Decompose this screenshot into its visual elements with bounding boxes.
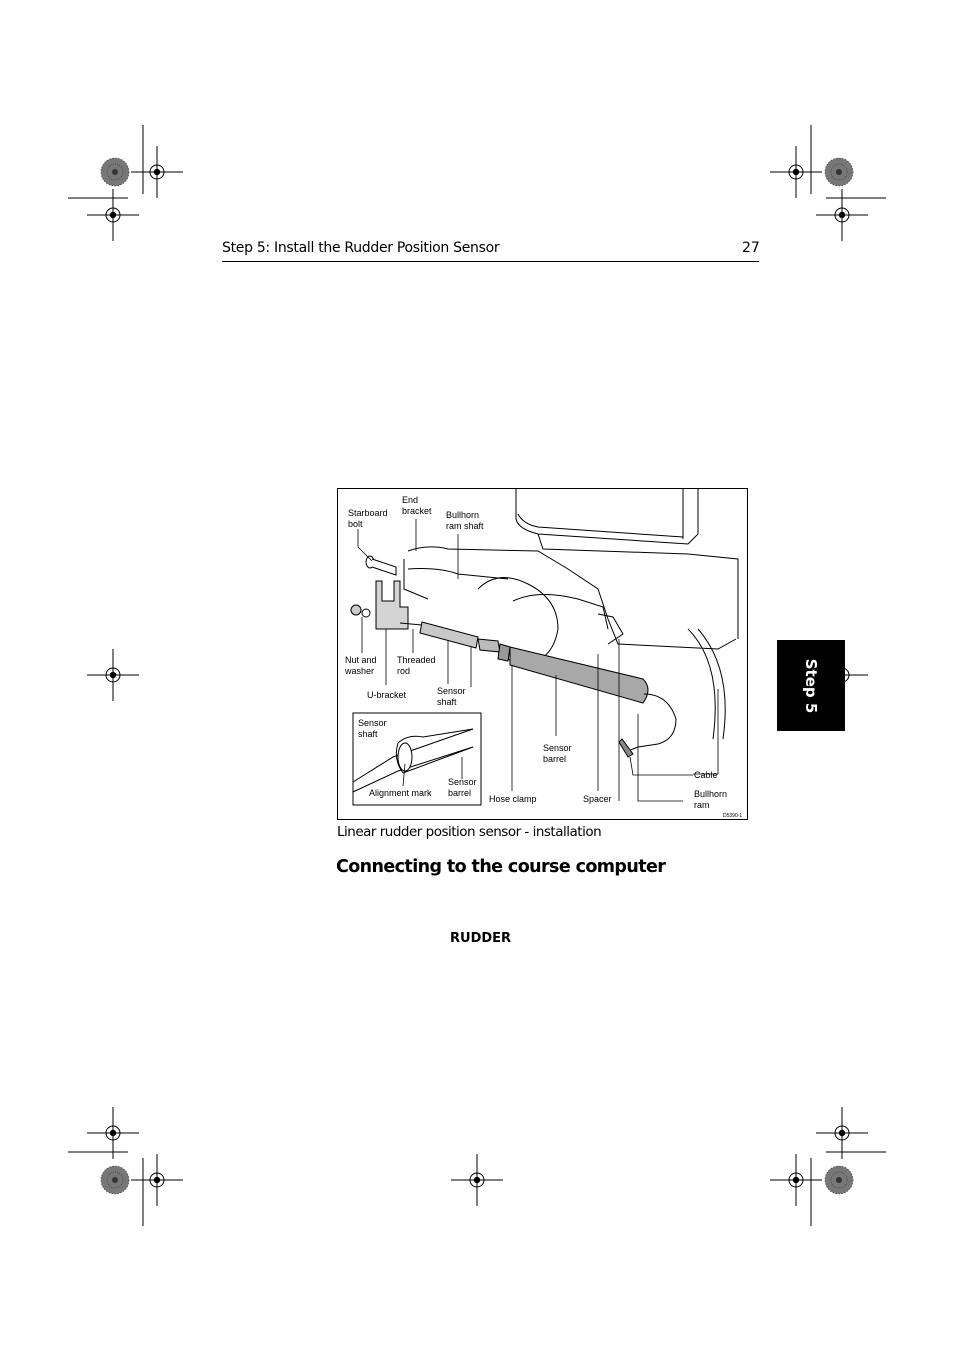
label-inset-sensor-barrel-line2: barrel [448, 788, 471, 798]
sensor-installation-figure: Starboard bolt End bracket Bullhorn ram … [337, 488, 748, 820]
label-end-bracket-line2: bracket [402, 506, 432, 516]
sensor-assembly [399, 621, 677, 758]
label-sensor-shaft-line2: shaft [437, 697, 457, 707]
label-bullhorn-ram-shaft-line2: ram shaft [446, 521, 484, 531]
label-spacer: Spacer [583, 794, 612, 804]
label-starboard-bolt-line1: Starboard [348, 508, 388, 518]
label-nut-and-washer-line2: washer [344, 666, 374, 676]
figure-caption: Linear rudder position sensor - installa… [337, 824, 602, 840]
label-bullhorn-ram-line1: Bullhorn [694, 789, 727, 799]
rudder-label: RUDDER [450, 931, 512, 946]
label-threaded-rod-line1: Threaded [397, 655, 436, 665]
label-inset-sensor-barrel-line1: Sensor [448, 777, 477, 787]
label-hose-clamp: Hose clamp [489, 794, 537, 804]
label-alignment-mark: Alignment mark [369, 788, 432, 798]
label-nut-and-washer-line1: Nut and [345, 655, 377, 665]
section-heading: Connecting to the course computer [336, 857, 666, 877]
header-rule [222, 261, 759, 262]
label-inset-sensor-shaft-line2: shaft [358, 729, 378, 739]
alignment-inset [352, 712, 482, 806]
label-starboard-bolt-line2: bolt [348, 519, 363, 529]
label-cable: Cable [694, 770, 718, 780]
drawing-id: D5390-1 [723, 813, 742, 819]
label-threaded-rod-line2: rod [397, 666, 410, 676]
label-inset-sensor-shaft-line1: Sensor [358, 718, 387, 728]
running-header-title: Step 5: Install the Rudder Position Sens… [222, 240, 500, 256]
label-end-bracket-line1: End [402, 495, 418, 505]
figure-labels: Starboard bolt End bracket Bullhorn ram … [344, 495, 742, 819]
label-bullhorn-ram-shaft-line1: Bullhorn [446, 510, 479, 520]
step-side-tab-label: Step 5 [802, 658, 820, 713]
label-u-bracket: U-bracket [367, 690, 407, 700]
mounting-hardware [350, 555, 409, 630]
outboard-engine-drawing [403, 489, 739, 740]
label-sensor-barrel-line1: Sensor [543, 743, 572, 753]
label-sensor-shaft-line1: Sensor [437, 686, 466, 696]
step-side-tab: Step 5 [777, 640, 845, 731]
leader-lines [357, 519, 719, 802]
label-bullhorn-ram-line2: ram [694, 800, 710, 810]
label-sensor-barrel-line2: barrel [543, 754, 566, 764]
installation-drawing: Starboard bolt End bracket Bullhorn ram … [344, 489, 742, 819]
page-number: 27 [742, 240, 760, 256]
